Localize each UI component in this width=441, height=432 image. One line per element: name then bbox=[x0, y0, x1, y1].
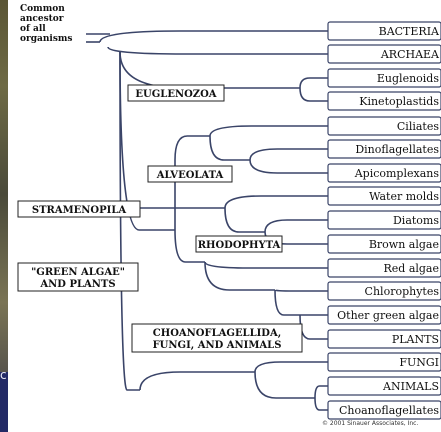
branch-archaea bbox=[107, 46, 328, 55]
taxon-box bbox=[327, 44, 441, 64]
group-label-alveolata: ALVEOLATA bbox=[156, 170, 224, 181]
taxon-label: Ciliates bbox=[397, 120, 439, 133]
taxon-label: Diatoms bbox=[393, 214, 439, 227]
branch-diatom-brown bbox=[224, 207, 265, 233]
group-labels: EUGLENOZOA ALVEOLATA STRAMENOPILA RHODOPHYT… bbox=[17, 84, 303, 353]
taxon-box bbox=[327, 139, 441, 159]
taxon-box bbox=[327, 376, 441, 396]
taxon-box bbox=[327, 163, 441, 183]
branch-bacteria bbox=[99, 30, 328, 43]
branch-red-algae bbox=[204, 261, 328, 269]
slide-text-fragment: c bbox=[0, 368, 7, 382]
group-label-choanoflagellida-fungi-animals: CHOANOFLAGELLIDA, bbox=[153, 328, 281, 339]
branch-apicomplexans bbox=[249, 159, 328, 174]
taxon-label: BACTERIA bbox=[379, 25, 440, 38]
common-ancestor-label: Common ancestor of all organisms bbox=[20, 4, 73, 44]
taxon-labels: BACTERIA ARCHAEA EuglenoidsKinetoplastidsC… bbox=[327, 21, 441, 420]
branch-chlorophytes bbox=[274, 289, 328, 292]
taxon-box bbox=[327, 186, 441, 206]
branch-plant-lineage bbox=[174, 229, 205, 263]
group-label-green-algae-and-plants: AND PLANTS bbox=[39, 279, 115, 290]
taxon-box bbox=[327, 68, 441, 88]
branch-alveolata-stem bbox=[174, 135, 210, 161]
taxon-label: Chlorophytes bbox=[365, 285, 440, 298]
branch-choanoflagellates bbox=[314, 397, 328, 411]
taxon-box bbox=[327, 305, 441, 325]
taxon-box bbox=[327, 116, 441, 136]
taxon-label: Water molds bbox=[369, 190, 439, 203]
group-label-box-euglenozoa bbox=[127, 84, 225, 102]
taxon-box bbox=[327, 400, 441, 420]
taxon-box bbox=[327, 281, 441, 301]
branch-dinoflagellates bbox=[249, 148, 328, 161]
branch-opisthokont-stem bbox=[139, 371, 255, 391]
group-label-box-choanoflagellida-fungi-animals bbox=[131, 323, 303, 353]
taxon-box bbox=[327, 91, 441, 111]
branch-kinetoplastids bbox=[299, 87, 328, 102]
group-label-green-algae-and-plants: "GREEN ALGAE" bbox=[31, 267, 125, 278]
taxon-label: Euglenoids bbox=[377, 72, 439, 85]
taxon-box bbox=[327, 21, 441, 41]
taxon-label: ARCHAEA bbox=[380, 48, 440, 61]
taxon-label: PLANTS bbox=[392, 333, 439, 346]
branch-eukaryotes bbox=[119, 51, 300, 89]
tree-branches bbox=[86, 30, 328, 411]
group-label-rhodophyta: RHODOPHYTA bbox=[198, 240, 281, 251]
taxon-label: Brown algae bbox=[369, 238, 439, 251]
branch-plants bbox=[299, 314, 328, 340]
group-label-euglenozoa: EUGLENOZOA bbox=[135, 89, 216, 100]
copyright-notice: © 2001 Sinauer Associates, Inc. bbox=[322, 420, 419, 427]
branch-animals bbox=[314, 385, 328, 399]
taxon-label: Kinetoplastids bbox=[359, 95, 439, 108]
branch-green-inner bbox=[274, 289, 300, 316]
branch-ciliates bbox=[209, 125, 328, 137]
branch-animal-choano bbox=[254, 371, 315, 399]
taxon-label: Other green algae bbox=[337, 309, 439, 322]
taxon-label: ANIMALS bbox=[382, 380, 439, 393]
taxon-box bbox=[327, 210, 441, 230]
group-label-box-stramenopila bbox=[17, 200, 141, 218]
branch-opisthokont-trunk bbox=[119, 51, 140, 391]
taxon-label: Choanoflagellates bbox=[339, 404, 439, 417]
group-label-box-green-algae-and-plants bbox=[17, 262, 139, 292]
branch-euglenoids bbox=[299, 77, 328, 89]
taxon-box bbox=[327, 234, 441, 254]
taxon-box bbox=[327, 329, 441, 349]
group-label-stramenopila: STRAMENOPILA bbox=[32, 205, 127, 216]
taxon-label: Red algae bbox=[383, 262, 439, 275]
branch-green-stem bbox=[204, 261, 275, 291]
taxon-label: Apicomplexans bbox=[354, 167, 440, 180]
slide-background bbox=[0, 372, 10, 432]
branch-diatoms bbox=[264, 219, 328, 233]
group-label-choanoflagellida-fungi-animals: FUNGI, AND ANIMALS bbox=[153, 340, 282, 351]
taxon-box bbox=[327, 258, 441, 278]
group-label-box-rhodophyta bbox=[195, 235, 283, 253]
taxon-label: FUNGI bbox=[399, 356, 439, 369]
taxon-box bbox=[327, 352, 441, 372]
taxon-label: Dinoflagellates bbox=[355, 143, 439, 156]
branch-dino-api bbox=[209, 135, 250, 161]
branch-water-molds bbox=[224, 195, 328, 209]
group-label-box-alveolata bbox=[147, 165, 233, 183]
branch-fungi bbox=[254, 361, 328, 373]
